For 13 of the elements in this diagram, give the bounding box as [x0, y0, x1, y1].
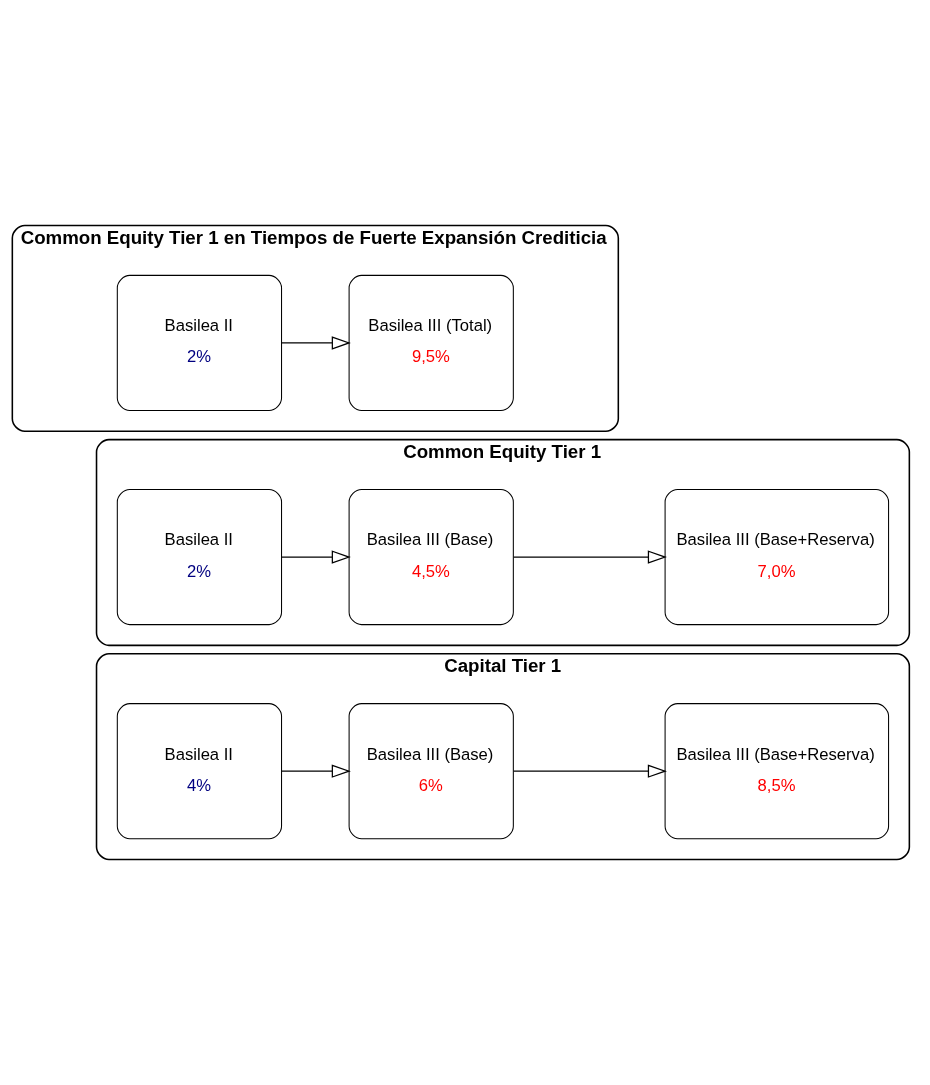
node-box: Basilea III (Base+Reserva) 7,0%	[664, 488, 890, 626]
node-box: Basilea III (Base) 6%	[348, 703, 514, 840]
node-box: Basilea II 4%	[116, 703, 283, 840]
node-box: Basilea III (Total) 9,5%	[348, 274, 514, 411]
node-box: Basilea III (Base) 4,5%	[348, 488, 514, 626]
arrow	[513, 550, 667, 564]
node-box: Basilea II 2%	[116, 488, 283, 626]
arrow	[513, 764, 667, 778]
arrow	[281, 550, 351, 564]
arrow	[281, 764, 351, 778]
arrow	[281, 336, 351, 350]
node-box: Basilea III (Base+Reserva) 8,5%	[664, 703, 890, 840]
node-box: Basilea II 2%	[116, 274, 283, 411]
